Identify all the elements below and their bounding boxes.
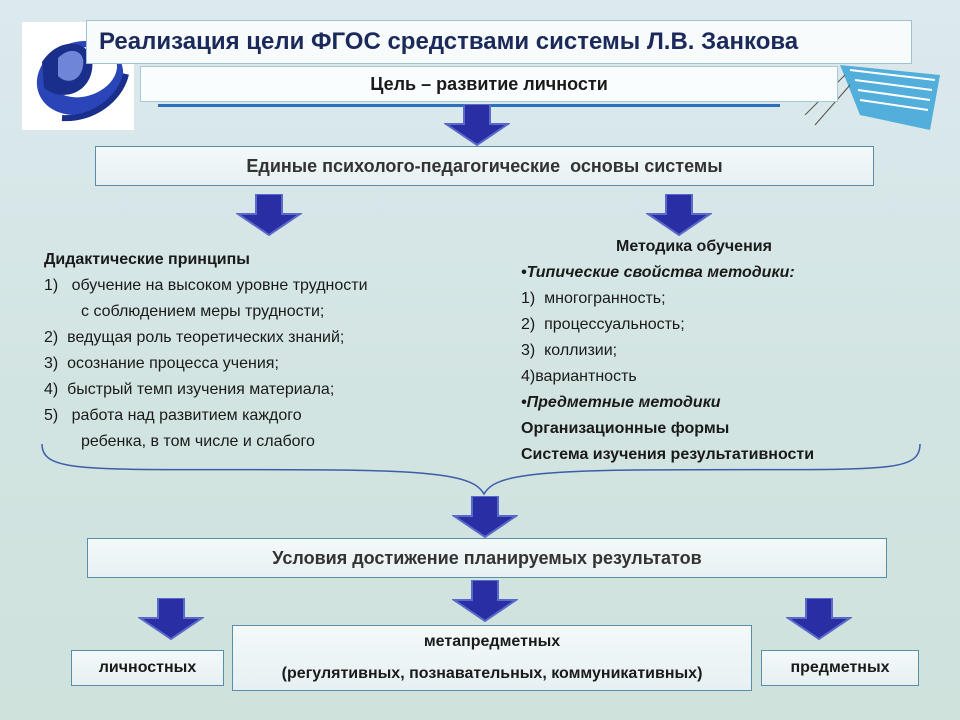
arrow-down-icon [236,194,302,236]
typical-properties-heading: •Типические свойства методики: [521,264,795,281]
blue-leaf-decoration-icon [804,65,940,130]
meta-results-subtitle: (регулятивных, познавательных, коммуника… [281,665,703,682]
list-item: 2) процессуальность; [521,316,685,333]
personal-results-text: личностных [98,659,197,676]
goal-text: Цель – развитие личности [370,73,608,94]
methodology-block: Методика обучения •Типические свойства м… [521,234,931,468]
list-item: 4) быстрый темп изучения материала; [44,381,335,398]
goal-box: Цель – развитие личности [140,66,838,102]
subject-methods: •Предметные методики [521,394,721,411]
conditions-text: Условия достижение планируемых результат… [272,547,702,568]
subject-results-box: предметных [761,650,919,686]
foundations-text: Единые психолого-педагогические основы с… [246,155,723,176]
list-item: 3) осознание процесса учения; [44,355,279,372]
arrow-down-icon [786,598,852,640]
arrow-down-icon [444,104,510,146]
principles-heading: Дидактические принципы [44,251,250,268]
list-item: с соблюдением меры трудности; [81,303,325,320]
list-item: ребенка, в том числе и слабого [81,433,315,450]
arrow-down-icon [452,496,518,538]
list-item: 1) обучение на высоком уровне трудности [44,277,368,294]
effectiveness-system: Система изучения результативности [521,446,815,463]
subject-results-text: предметных [790,659,890,676]
list-item: 2) ведущая роль теоретических знаний; [44,329,345,346]
arrow-down-icon [646,194,712,236]
list-item: 3) коллизии; [521,342,618,359]
foundations-box: Единые психолого-педагогические основы с… [95,146,874,186]
meta-results-box: метапредметных (регулятивных, познавател… [232,625,752,691]
page-title-text: Реализация цели ФГОС средствами системы … [99,28,799,55]
methodology-heading: Методика обучения [616,238,772,255]
arrow-down-icon [452,580,518,622]
page-title: Реализация цели ФГОС средствами системы … [86,20,912,64]
personal-results-box: личностных [71,650,224,686]
arrow-down-icon [138,598,204,640]
principles-block: Дидактические принципы 1) обучение на вы… [44,247,494,455]
list-item: 5) работа над развитием каждого [44,407,302,424]
brace-connector [41,443,921,496]
org-forms: Организационные формы [521,420,730,437]
list-item: 1) многогранность; [521,290,666,307]
conditions-box: Условия достижение планируемых результат… [87,538,887,578]
meta-results-title: метапредметных [423,633,561,650]
list-item: 4)вариантность [521,368,637,385]
